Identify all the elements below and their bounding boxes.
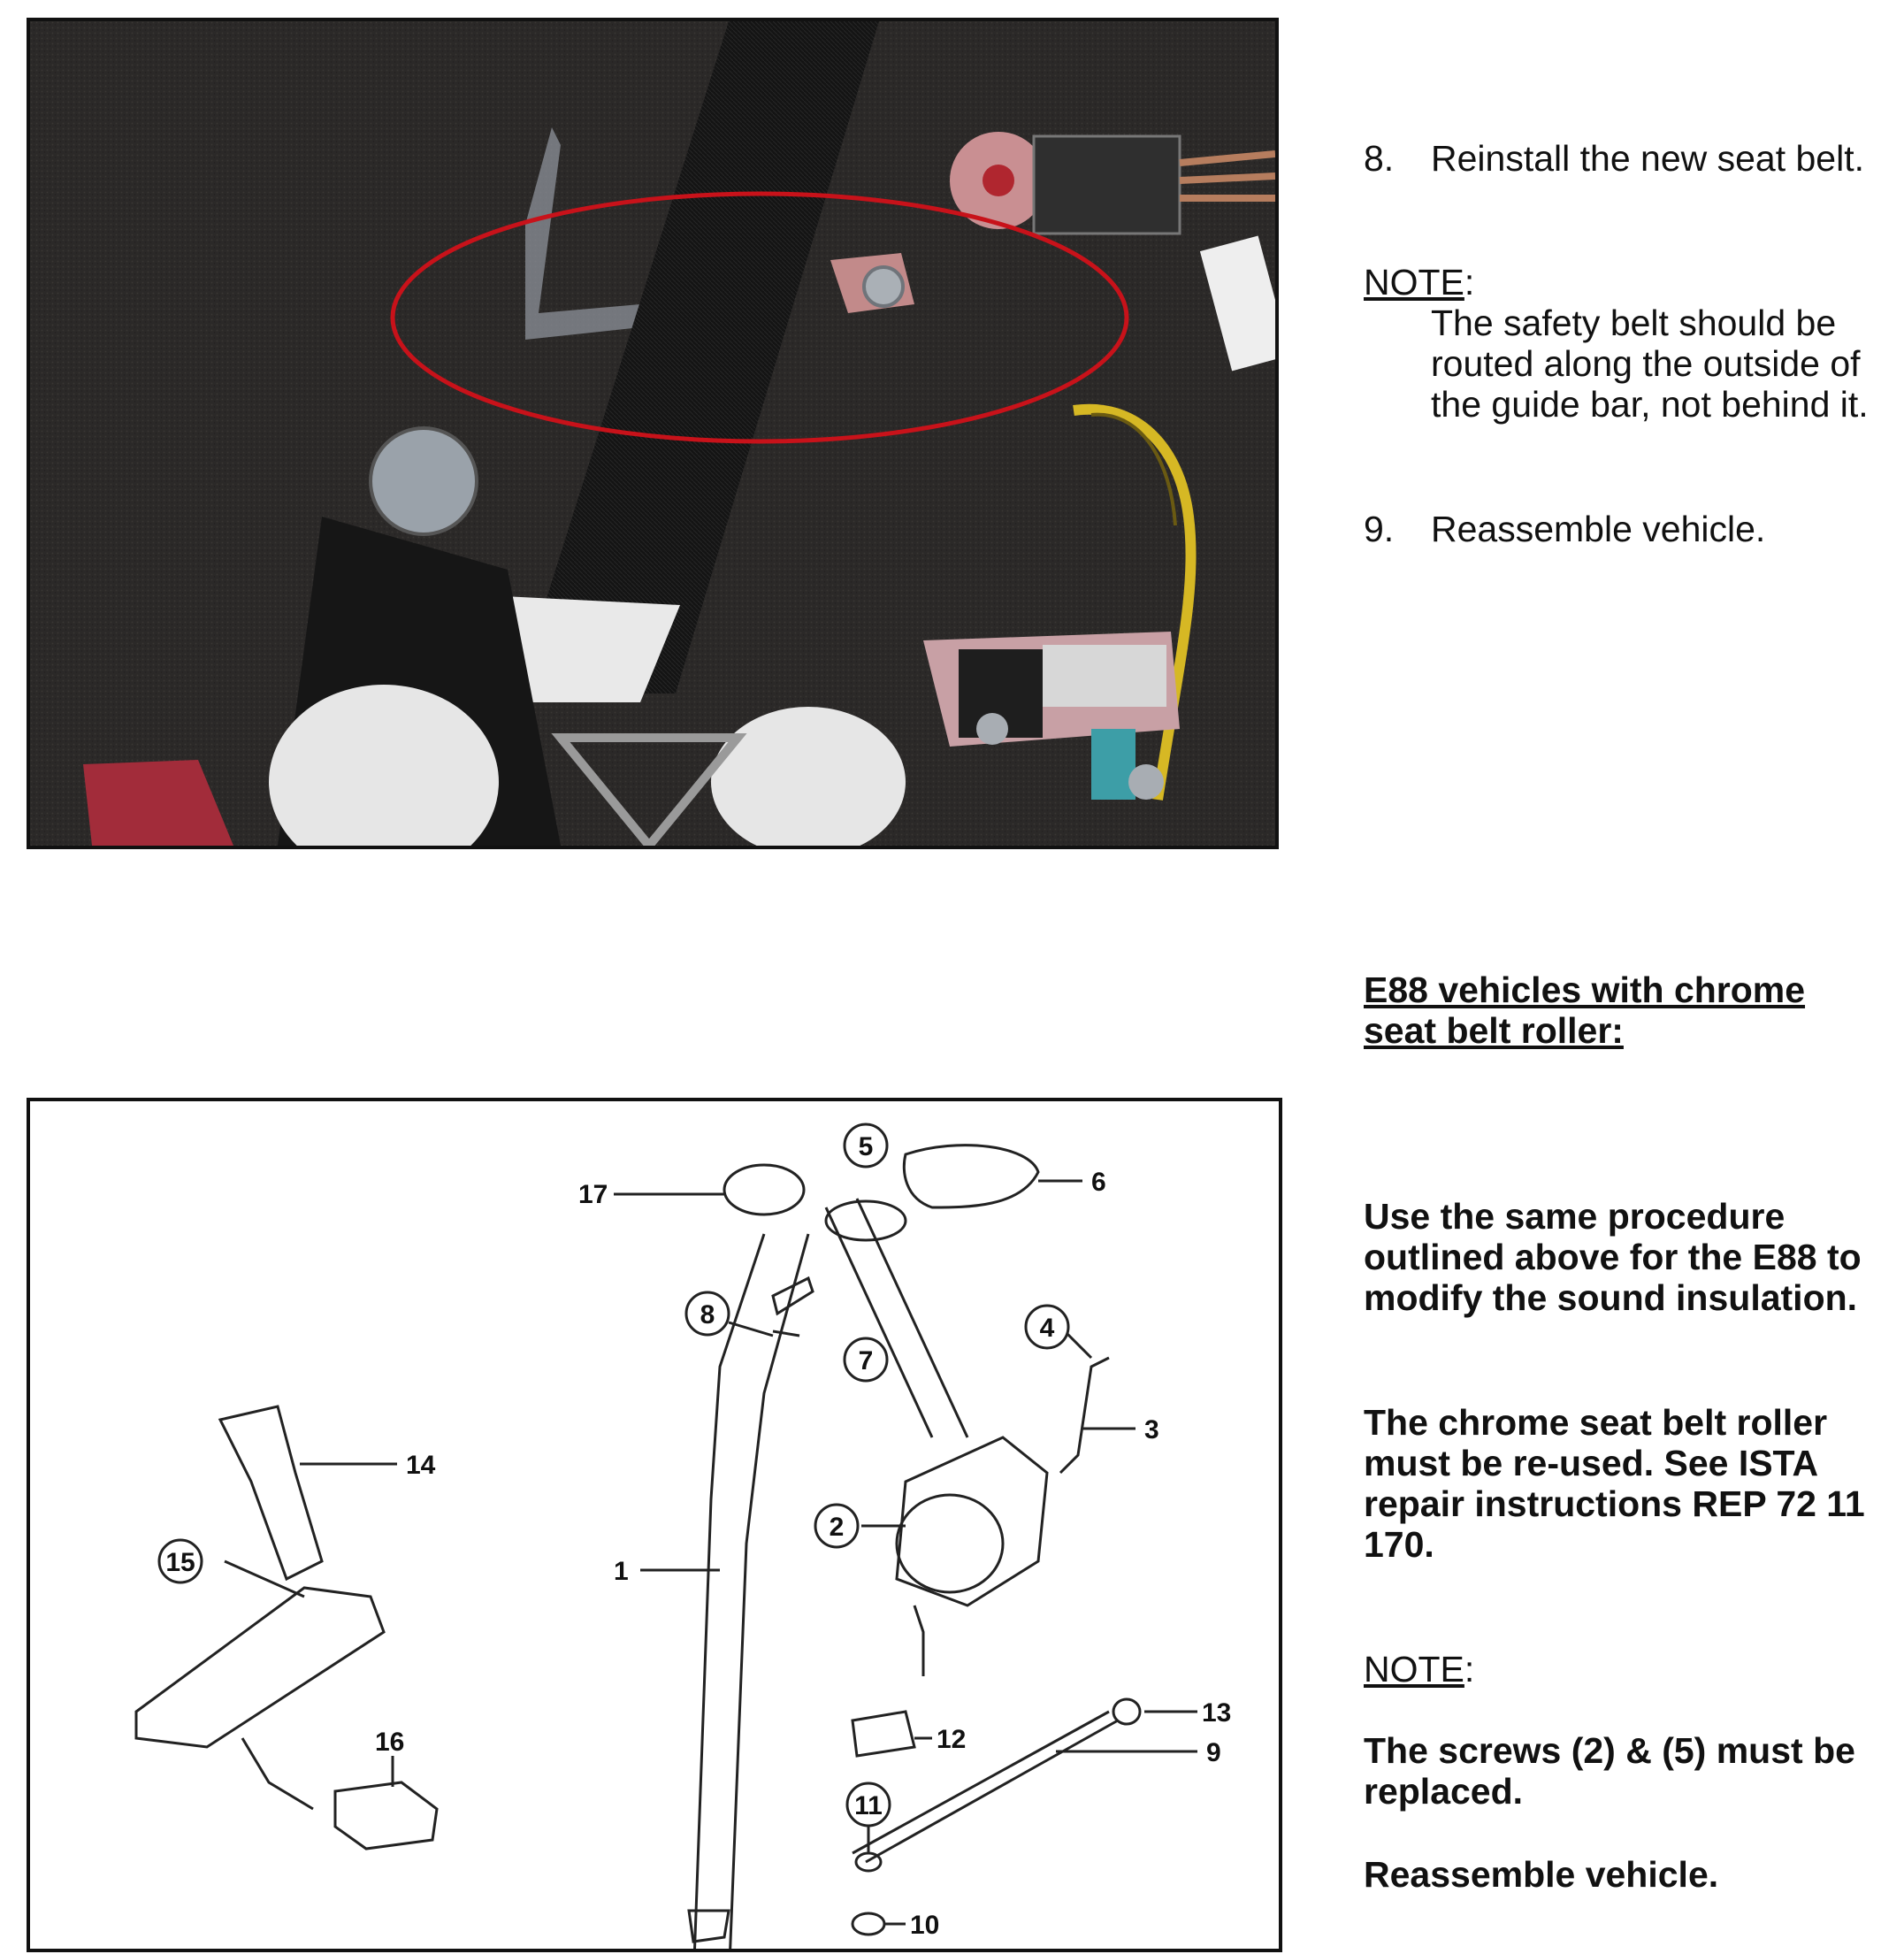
callout-circle-15 bbox=[157, 1538, 203, 1584]
callout-12: 12 bbox=[937, 1725, 966, 1754]
bracket bbox=[1059, 1356, 1110, 1475]
retractor-spool-cover bbox=[269, 685, 499, 846]
callout-circle-2 bbox=[814, 1503, 860, 1549]
section-heading: E88 vehicles with chrome seat belt rolle… bbox=[1364, 969, 1806, 1051]
step-number: 9. bbox=[1364, 509, 1395, 549]
leader-8 bbox=[728, 1321, 774, 1337]
retractor bbox=[895, 1436, 1049, 1607]
callout-7: 7 bbox=[859, 1346, 874, 1375]
anchor-nut bbox=[851, 1912, 886, 1936]
anchor-rail bbox=[852, 1710, 1119, 1864]
parts-diagram-drawing: 5 8 7 4 2 15 11 17 6 3 1 14 16 12 13 9 1… bbox=[134, 1123, 1231, 1949]
belt-right-edge bbox=[729, 1233, 810, 1949]
callout-circle-8 bbox=[684, 1291, 730, 1337]
step-text: Reinstall the new seat belt. bbox=[1431, 138, 1864, 179]
belt-shoulder-2 bbox=[855, 1198, 969, 1438]
retractor-motor bbox=[369, 426, 478, 536]
note-text: The safety belt should be routed along t… bbox=[1431, 303, 1869, 425]
callout-6: 6 bbox=[1091, 1168, 1106, 1197]
procedure-paragraph: Use the same procedure outlined above fo… bbox=[1364, 1196, 1862, 1318]
callout-8: 8 bbox=[700, 1300, 715, 1329]
teal-connector bbox=[1091, 729, 1136, 800]
highlight-ellipse bbox=[390, 191, 1129, 444]
buckle-cable bbox=[241, 1737, 314, 1811]
bolt bbox=[862, 265, 905, 308]
step-8: 8. Reinstall the new seat belt. bbox=[1364, 138, 1885, 179]
callout-11: 11 bbox=[854, 1791, 883, 1820]
connector bbox=[1032, 134, 1181, 235]
note-heading: NOTE: bbox=[1364, 262, 1474, 303]
callout-15: 15 bbox=[165, 1548, 195, 1577]
callout-17: 17 bbox=[578, 1180, 608, 1209]
rail-cap bbox=[851, 1710, 916, 1758]
retractor-cable bbox=[913, 1605, 925, 1676]
note2-heading-colon: : bbox=[1464, 1649, 1475, 1690]
callout-4: 4 bbox=[1040, 1314, 1055, 1343]
buckle-bracket bbox=[134, 1586, 386, 1749]
label-tag bbox=[1199, 235, 1275, 372]
trim-cover bbox=[723, 1163, 806, 1216]
leader-15 bbox=[224, 1559, 305, 1598]
callout-circle-7 bbox=[843, 1337, 889, 1383]
callout-3: 3 bbox=[1144, 1415, 1159, 1444]
belt-left-edge bbox=[693, 1233, 766, 1949]
upper-guide bbox=[824, 1199, 907, 1242]
note-heading-text: NOTE bbox=[1364, 262, 1464, 303]
guide-cover bbox=[902, 1144, 1040, 1209]
belt-fold bbox=[503, 596, 680, 702]
note-heading-colon: : bbox=[1464, 262, 1475, 303]
callout-16: 16 bbox=[375, 1728, 404, 1757]
sensor-bolt bbox=[976, 713, 1008, 745]
callout-circle-5 bbox=[843, 1123, 889, 1169]
belt-end bbox=[687, 1909, 730, 1943]
note2-heading: NOTE: bbox=[1364, 1649, 1474, 1690]
photo-illustration bbox=[30, 21, 1275, 846]
callout-5: 5 bbox=[859, 1132, 874, 1161]
callout-13: 13 bbox=[1202, 1698, 1231, 1728]
wires bbox=[1179, 150, 1275, 202]
wire-twist bbox=[1090, 412, 1177, 526]
note2-heading-text: NOTE bbox=[1364, 1649, 1464, 1690]
buckle-head bbox=[218, 1405, 324, 1582]
callout-9: 9 bbox=[1206, 1738, 1221, 1767]
connector-bolt bbox=[983, 165, 1014, 196]
buckle-connector bbox=[333, 1781, 439, 1851]
belt-shoulder bbox=[824, 1207, 934, 1438]
seat-belt-webbing bbox=[516, 21, 879, 693]
rail-washer bbox=[1112, 1697, 1142, 1726]
reuse-paragraph: The chrome seat belt roller must be re-u… bbox=[1364, 1402, 1865, 1565]
final-step: Reassemble vehicle. bbox=[1364, 1854, 1719, 1895]
seat-belt-photo bbox=[27, 18, 1279, 849]
callout-circle-11 bbox=[845, 1782, 891, 1828]
leader-7 bbox=[772, 1329, 800, 1337]
sensor-bolt-2 bbox=[1128, 764, 1164, 800]
step-number: 8. bbox=[1364, 138, 1395, 179]
retractor-spool-cover-right bbox=[711, 707, 906, 846]
callout-circle-4 bbox=[1024, 1304, 1070, 1350]
screws-note: The screws (2) & (5) must be replaced. bbox=[1364, 1730, 1855, 1812]
callout-10: 10 bbox=[910, 1911, 939, 1940]
retractor-spool bbox=[895, 1493, 1005, 1594]
red-trim-tab bbox=[83, 760, 233, 846]
sensor-cover bbox=[1043, 645, 1166, 707]
callout-14: 14 bbox=[406, 1451, 436, 1480]
callout-2: 2 bbox=[830, 1513, 845, 1542]
retractor-bracket bbox=[551, 733, 747, 846]
step-9: 9. Reassemble vehicle. bbox=[1364, 509, 1885, 549]
belt-stop bbox=[771, 1276, 814, 1316]
step-text: Reassemble vehicle. bbox=[1431, 509, 1766, 549]
callout-1: 1 bbox=[614, 1557, 629, 1586]
parts-diagram: 5 8 7 4 2 15 11 17 6 3 1 14 16 12 13 9 1… bbox=[27, 1098, 1282, 1952]
